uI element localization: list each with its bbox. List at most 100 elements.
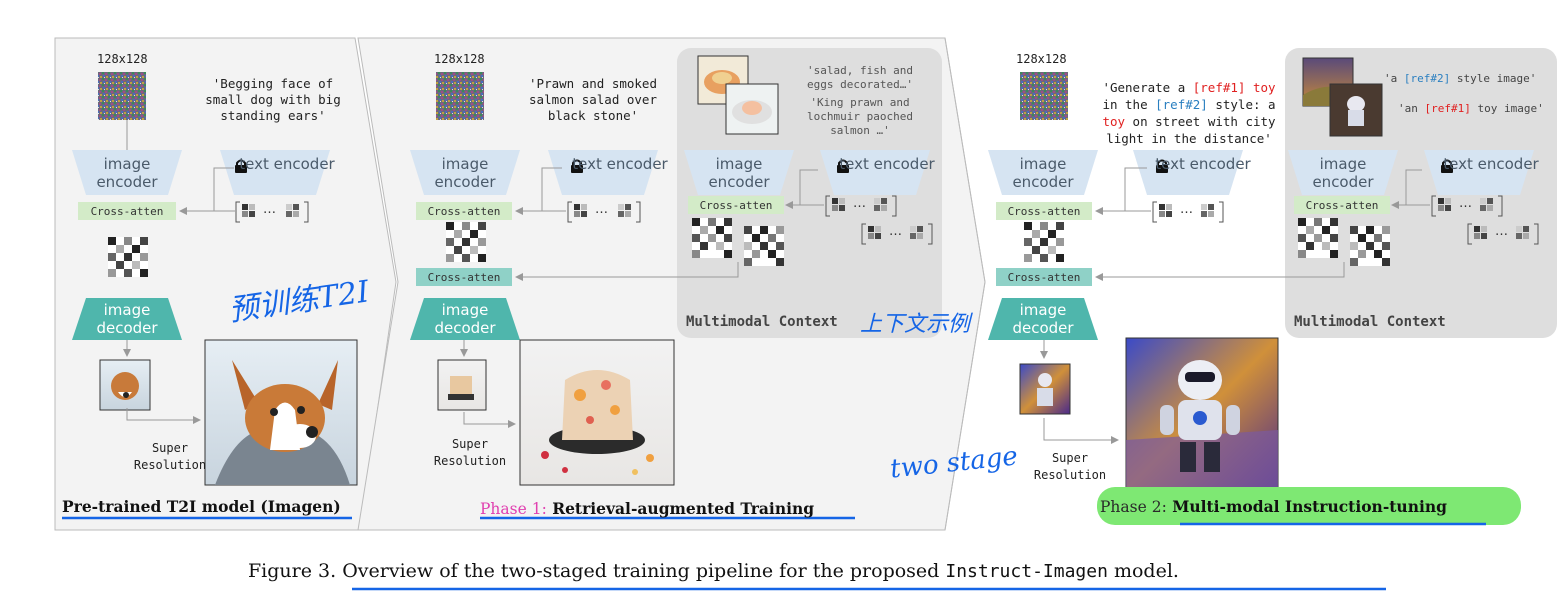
- prompt-text: on street with city light in the distanc…: [1106, 114, 1276, 146]
- phase2-title: Phase 2: Multi-modal Instruction-tuning: [1100, 497, 1447, 516]
- phase2-text-encoder-label: text encoder: [1155, 155, 1251, 173]
- phase1-context-food-image-2: [725, 83, 779, 135]
- phase2-cross-atten-2-shape: [996, 268, 1092, 286]
- phase2-super-resolution: Super Resolution: [1033, 451, 1107, 482]
- caption-prefix: Figure 3.: [248, 560, 343, 582]
- token-ellipsis: …: [263, 202, 276, 217]
- caption-ref: [ref#2]: [1403, 72, 1451, 85]
- prompt-ref: toy: [1102, 114, 1126, 129]
- phase1-super-resolution: Super Resolution: [433, 437, 507, 468]
- pretrained-token-bracket: [235, 201, 309, 223]
- pretrained-text-encoder-label: text encoder: [239, 155, 335, 173]
- pretrained-highres-dog-image: [204, 339, 358, 486]
- phase1-title-rest: Retrieval-augmented Training: [546, 499, 815, 518]
- token-ellipsis: …: [595, 202, 608, 217]
- phase2-context-caption-2: 'an [ref#1] toy image': [1398, 102, 1544, 115]
- phase2-size-label: 128x128: [1016, 52, 1067, 66]
- token-ellipsis: …: [889, 224, 902, 239]
- phase1-cross-atten-2-shape: [416, 268, 512, 286]
- lock-icon: [1440, 158, 1454, 173]
- token-ellipsis: …: [853, 196, 866, 211]
- phase1-ctx-image-encoder-label: image encoder: [708, 155, 770, 191]
- phase1-ctx-feature-grids: [692, 218, 784, 266]
- prompt-text: in the: [1102, 97, 1148, 112]
- pretrained-feature-grid: [108, 237, 148, 277]
- phase2-image-encoder-label: image encoder: [1012, 155, 1074, 191]
- lock-icon: [836, 158, 850, 173]
- phase1-cross-atten-2-label: Cross-atten: [427, 271, 501, 284]
- phase1-ctx-cross-atten-shape: [688, 196, 784, 214]
- phase2-image-decoder-label: image decoder: [1012, 301, 1074, 337]
- phase2-title-highlight: [1097, 487, 1521, 525]
- phase2-ctx-text-encoder-shape: [1424, 150, 1534, 195]
- figure-caption: Figure 3. Overview of the two-staged tra…: [248, 560, 1179, 582]
- phase1-ctx-token-bracket-2: [861, 223, 933, 245]
- token-ellipsis: …: [1180, 202, 1193, 217]
- phase2-ctx-image-encoder-shape: [1288, 150, 1398, 195]
- pretrained-cross-atten-label: Cross-atten: [90, 205, 164, 218]
- phase2-token-bracket: [1152, 201, 1224, 223]
- phase1-image-decoder-label: image decoder: [434, 301, 496, 337]
- phase2-ctx-token-bracket-2: [1467, 223, 1539, 245]
- lock-icon: [234, 158, 248, 173]
- phase1-image-decoder-shape: [410, 298, 520, 340]
- phase1-cross-atten-shape: [416, 202, 512, 220]
- caption-suffix: model.: [1107, 560, 1179, 582]
- phase1-title: Phase 1: Retrieval-augmented Training: [480, 499, 814, 518]
- phase2-ctx-text-encoder-label: text encoder: [1443, 155, 1539, 173]
- prompt-ref: [ref#1] toy: [1192, 80, 1276, 95]
- phase2-ctx-feature-grids: [1298, 218, 1390, 266]
- phase2-ctx-cross-atten-shape: [1294, 196, 1390, 214]
- caption-model: Instruct-Imagen: [945, 561, 1108, 582]
- phase2-image-decoder-shape: [988, 298, 1098, 340]
- pretrained-text-encoder-shape: [220, 150, 330, 195]
- phase2-image-encoder-shape: [988, 150, 1098, 195]
- pretrained-image-decoder-label: image decoder: [96, 301, 158, 337]
- pretrained-size-label: 128x128: [97, 52, 148, 66]
- phase2-ctx-token-bracket-1: [1431, 195, 1503, 217]
- phase1-image-encoder-shape: [410, 150, 520, 195]
- phase2-cross-atten-shape: [996, 202, 1092, 220]
- phase1-ctx-image-encoder-shape: [684, 150, 794, 195]
- phase2-cross-atten-2-label: Cross-atten: [1007, 271, 1081, 284]
- phase2-feature-grid: [1024, 222, 1064, 262]
- phase2-lowres-toy-image: [1019, 363, 1071, 415]
- phase1-size-label: 128x128: [434, 52, 485, 66]
- lock-icon: [570, 158, 584, 173]
- prompt-text: 'Generate a: [1102, 80, 1193, 95]
- pretrained-lowres-dog-image: [99, 359, 151, 411]
- lock-icon: [1155, 158, 1169, 173]
- phase2-context-label: Multimodal Context: [1294, 314, 1446, 330]
- phase2-ctx-cross-atten-label: Cross-atten: [1305, 199, 1379, 212]
- phase2-ctx-image-encoder-label: image encoder: [1312, 155, 1374, 191]
- phase1-context-annotation: 上下文示例: [860, 312, 971, 337]
- phase1-ctx-cross-atten-label: Cross-atten: [699, 199, 773, 212]
- caption-text: style image': [1450, 72, 1537, 85]
- caption-text: toy image': [1470, 102, 1544, 115]
- phase2-context-toy-image: [1329, 83, 1383, 137]
- phase1-ctx-text-encoder-shape: [820, 150, 930, 195]
- phase2-highres-toy-image: [1125, 337, 1279, 491]
- caption-text: 'a: [1384, 72, 1404, 85]
- pretrained-image-encoder-label: image encoder: [96, 155, 158, 191]
- pretrained-title: Pre-trained T2I model (Imagen): [62, 497, 341, 516]
- phase1-highres-food-image: [519, 339, 675, 486]
- caption-ref: [ref#1]: [1424, 102, 1471, 115]
- pretrained-image-encoder-shape: [72, 150, 182, 195]
- caption-main: Overview of the two-staged training pipe…: [342, 560, 946, 582]
- pretrained-cross-atten-shape: [78, 202, 176, 220]
- phase1-ctx-text-encoder-label: text encoder: [839, 155, 935, 173]
- caption-text: 'an: [1398, 102, 1425, 115]
- phase2-prompt: 'Generate a [ref#1] toy in the [ref#2] s…: [1096, 62, 1282, 147]
- phase1-context-label: Multimodal Context: [686, 314, 838, 330]
- prompt-ref: [ref#2]: [1155, 97, 1208, 112]
- phase1-context-caption-2: 'King prawn and lochmuir paoched salmon …: [807, 96, 913, 137]
- token-ellipsis: …: [1495, 224, 1508, 239]
- phase1-image-encoder-label: image encoder: [434, 155, 496, 191]
- phase2-title-rest: Multi-modal Instruction-tuning: [1166, 497, 1447, 516]
- token-ellipsis: …: [1459, 196, 1472, 211]
- phase1-cross-atten-label: Cross-atten: [427, 205, 501, 218]
- phase1-token-bracket: [567, 201, 641, 223]
- phase1-context-caption-1: 'salad, fish and eggs decorated…': [807, 64, 913, 91]
